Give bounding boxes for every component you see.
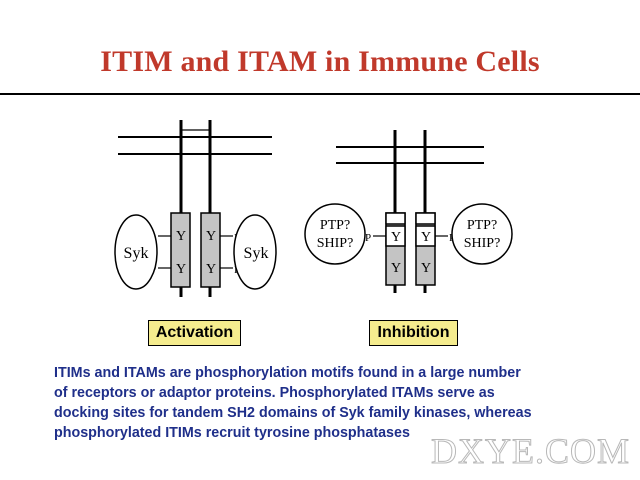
phosphatase-right-line1: PTP? bbox=[467, 218, 497, 233]
title-divider bbox=[0, 93, 640, 95]
description-line-1: ITIMs and ITAMs are phosphorylation moti… bbox=[54, 365, 521, 381]
description-line-4: phosphorylated ITIMs recruit tyrosine ph… bbox=[54, 425, 410, 441]
phosphatase-left-line2: SHIP? bbox=[317, 236, 354, 251]
syk-left-label: Syk bbox=[124, 245, 149, 262]
activation-tyrosine-3: Y bbox=[206, 229, 216, 244]
syk-right-label: Syk bbox=[244, 245, 269, 262]
slide-title: ITIM and ITAM in Immune Cells bbox=[100, 45, 540, 78]
inhibition-tyrosine-1: Y bbox=[391, 230, 401, 245]
phosphatase-left-circle bbox=[304, 203, 366, 265]
activation-panel: Y Y Y Y P P P P Syk Syk bbox=[114, 120, 277, 297]
activation-tyrosine-1: Y bbox=[176, 229, 186, 244]
activation-tyrosine-2: Y bbox=[176, 262, 186, 277]
description-line-2: of receptors or adaptor proteins. Phosph… bbox=[54, 385, 495, 401]
activation-label: Activation bbox=[148, 320, 241, 346]
inhibition-panel: Y Y Y Y P P PTP? SHIP? PTP? SHIP? bbox=[304, 130, 513, 293]
syk-right-oval bbox=[233, 214, 277, 290]
inhibition-tyrosine-4: Y bbox=[421, 261, 431, 276]
description-text: ITIMs and ITAMs are phosphorylation moti… bbox=[54, 363, 614, 443]
phosphatase-right-circle bbox=[451, 203, 513, 265]
activation-tyrosine-4: Y bbox=[206, 262, 216, 277]
inhibition-tyrosine-2: Y bbox=[391, 261, 401, 276]
watermark-logo: DXYE.COM bbox=[430, 431, 630, 472]
phosphatase-left-line1: PTP? bbox=[320, 218, 350, 233]
inhibition-label: Inhibition bbox=[369, 320, 458, 346]
description-line-3: docking sites for tandem SH2 domains of … bbox=[54, 405, 532, 421]
phosphatase-right-line2: SHIP? bbox=[464, 236, 501, 251]
syk-left-oval bbox=[114, 214, 158, 290]
inhibition-tyrosine-3: Y bbox=[421, 230, 431, 245]
inhibition-phospho-1: P bbox=[365, 232, 371, 244]
